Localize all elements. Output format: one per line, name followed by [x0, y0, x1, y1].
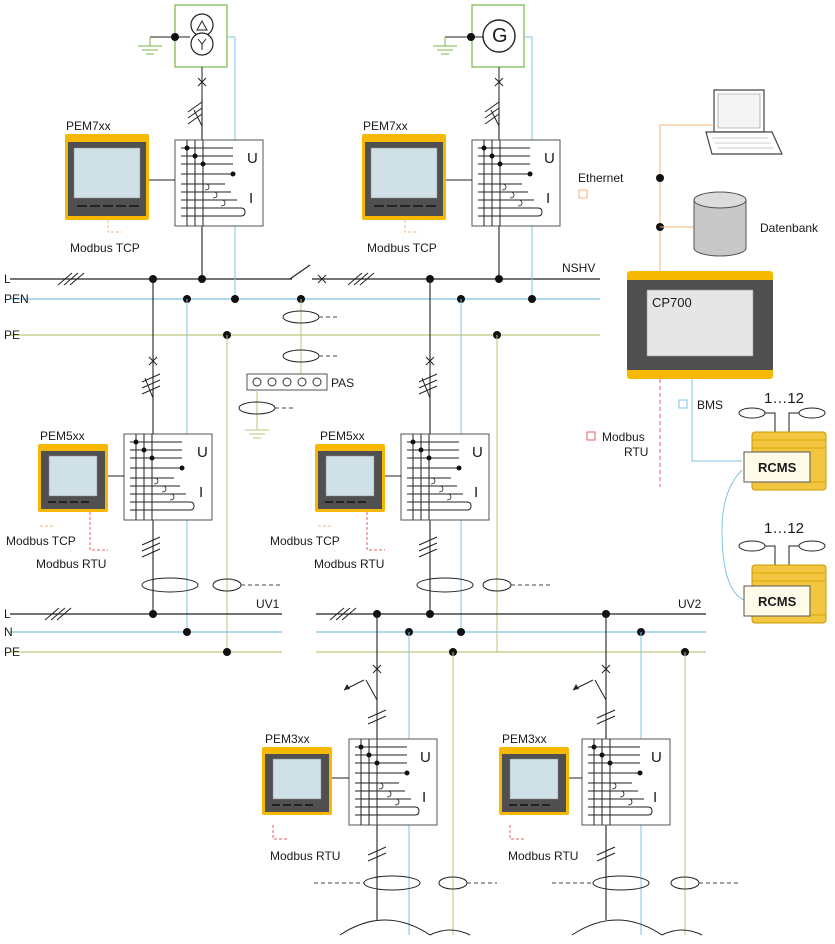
pem5-left-label: PEM5xx — [40, 429, 85, 443]
rcms-label-2: RCMS — [758, 594, 797, 609]
modbus-rtu-label-4: Modbus RTU — [508, 849, 578, 863]
meter-i-5: I — [422, 789, 426, 806]
rcms-label-1: RCMS — [758, 460, 797, 475]
modbus-tcp-label-2: Modbus TCP — [367, 241, 437, 255]
pas-terminal — [238, 299, 339, 439]
meter-i-3: I — [199, 484, 203, 501]
generator-symbol — [433, 4, 525, 98]
rcms-count-1: 1…12 — [764, 390, 804, 407]
bus-label-pe2: PE — [4, 645, 20, 659]
pem7-right-label: PEM7xx — [363, 119, 408, 133]
nshv-junctions — [149, 275, 536, 339]
pem7-right-device — [361, 133, 447, 221]
pem5-left-device — [37, 443, 109, 513]
meter-i-1: I — [249, 190, 253, 207]
pem3-left-label: PEM3xx — [265, 732, 310, 746]
bms-rtu-links — [586, 379, 745, 601]
meter-u-5: U — [420, 749, 431, 766]
bms-label: BMS — [697, 398, 723, 412]
bus-label-pen: PEN — [4, 292, 29, 306]
meter-i-6: I — [653, 789, 657, 806]
meter-u-2: U — [544, 150, 555, 167]
bus-label-pe: PE — [4, 328, 20, 342]
pem7-left-device — [64, 133, 150, 221]
pem5-right-label: PEM5xx — [320, 429, 365, 443]
bus-label-n: N — [4, 625, 13, 639]
modbus-rtu-label-2: Modbus RTU — [314, 557, 384, 571]
uv2-outgoing-feeders — [314, 614, 739, 936]
rcms-count-2: 1…12 — [764, 520, 804, 537]
ethernet-label: Ethernet — [578, 171, 624, 185]
ethernet-network — [578, 124, 714, 273]
cp700-device — [627, 271, 773, 379]
meter-i-2: I — [546, 190, 550, 207]
meter-u-4: U — [472, 444, 483, 461]
rcms-device-1 — [738, 407, 827, 491]
transformer-symbol — [138, 4, 228, 98]
busbar-label-nshv: NSHV — [562, 261, 595, 275]
pem3-right-device — [498, 746, 570, 816]
meter-u-1: U — [247, 150, 258, 167]
modbus-rtu-label-3: Modbus RTU — [270, 849, 340, 863]
bus-label-l2: L — [4, 607, 11, 621]
modbus-rtu-label-1: Modbus RTU — [36, 557, 106, 571]
generator-label: G — [492, 25, 508, 47]
modbus-rtu-cp-label-2: RTU — [624, 445, 648, 459]
uv-busbars — [10, 607, 706, 653]
uv-junctions — [149, 610, 689, 656]
meter-i-4: I — [474, 484, 478, 501]
nshv-busbars — [10, 264, 600, 336]
cp700-label: CP700 — [652, 295, 692, 310]
pem3-right-label: PEM3xx — [502, 732, 547, 746]
busbar-label-uv1: UV1 — [256, 597, 280, 611]
laptop-icon — [705, 89, 783, 155]
modbus-tcp-label-1: Modbus TCP — [70, 241, 140, 255]
rcms-device-2 — [738, 540, 827, 624]
pem5-right-device — [314, 443, 386, 513]
pem3-left-device — [261, 746, 333, 816]
bus-label-l: L — [4, 272, 11, 286]
datenbank-label: Datenbank — [760, 221, 819, 235]
pas-label: PAS — [331, 376, 354, 390]
meter-u-6: U — [651, 749, 662, 766]
modbus-rtu-cp-label: Modbus — [602, 430, 645, 444]
pem7-left-label: PEM7xx — [66, 119, 111, 133]
meter-u-3: U — [197, 444, 208, 461]
database-icon — [693, 191, 747, 257]
modbus-tcp-label-4: Modbus TCP — [270, 534, 340, 548]
modbus-tcp-label-3: Modbus TCP — [6, 534, 76, 548]
busbar-label-uv2: UV2 — [678, 597, 702, 611]
